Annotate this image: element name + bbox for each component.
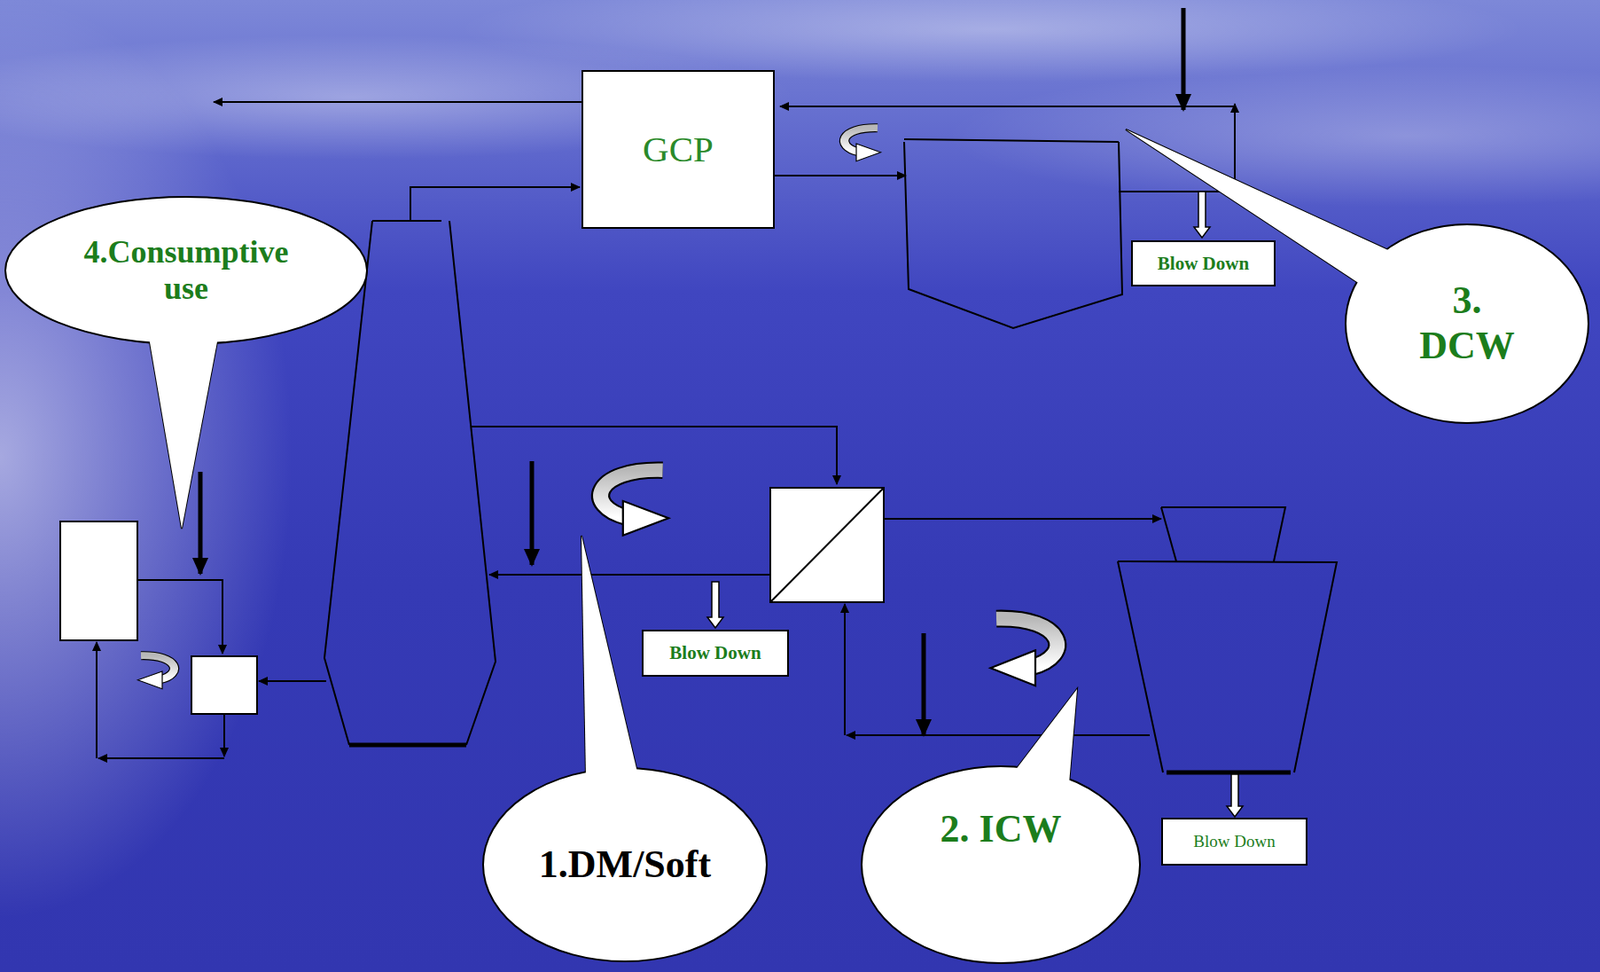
- process-box: Blow Down: [1161, 817, 1308, 866]
- bubble-tail: [148, 336, 219, 529]
- flow-line: [843, 603, 846, 735]
- blowdown-arrow: [707, 581, 724, 628]
- text-holder: 1.DM/Soft: [482, 766, 768, 962]
- bubble-ellipse: [483, 767, 767, 961]
- text-holder: Blow Down: [643, 631, 788, 675]
- makeup-arrow: [1181, 7, 1187, 110]
- box-label: Blow Down: [1193, 831, 1275, 851]
- callout-bubble: 3. DCW: [1344, 223, 1590, 424]
- makeup-arrow: [198, 471, 203, 574]
- process-box: GCP: [581, 70, 775, 229]
- box-label: Blow Down: [1157, 252, 1249, 274]
- recirculation-symbol: [137, 655, 174, 688]
- heat-exchanger: [770, 487, 884, 602]
- box-label: Blow Down: [669, 641, 761, 664]
- consumer-unit: [60, 521, 138, 640]
- heat-exchanger-diagonal: [770, 487, 884, 602]
- flow-line: [95, 641, 98, 758]
- callout-text: 4.Consumptive use: [75, 234, 297, 308]
- bubble-tail-joint: [1014, 688, 1078, 784]
- process-box: Blow Down: [1131, 240, 1276, 287]
- flow-line: [223, 714, 226, 757]
- text-holder: 3. DCW: [1344, 223, 1590, 424]
- callout-bubble: 2. ICW: [860, 764, 1141, 964]
- flow-line: [883, 517, 1162, 520]
- text-holder: GCP: [583, 71, 773, 227]
- recirculation-symbol: [844, 127, 882, 161]
- flow-line: [258, 679, 327, 682]
- bubble-tail-joint: [1125, 129, 1389, 286]
- text-holder: Blow Down: [1162, 819, 1306, 864]
- bubble-tail: [1014, 688, 1078, 784]
- flow-line: [489, 573, 771, 576]
- small-tank: [191, 655, 258, 714]
- cooling-tower-fan: [1161, 507, 1286, 562]
- process-box: Blow Down: [641, 629, 789, 677]
- bubble-ellipse: [5, 196, 367, 344]
- cooling-tower: [1117, 561, 1337, 773]
- bubble-ellipse: [861, 765, 1140, 963]
- text-holder: 2. ICW: [860, 764, 1141, 964]
- recirculation-symbol: [600, 469, 670, 536]
- text-holder: 4.Consumptive use: [4, 195, 368, 345]
- flow-line: [137, 579, 223, 654]
- blowdown-arrow: [1226, 773, 1243, 817]
- flow-line: [410, 187, 580, 221]
- bubble-tail-joint: [148, 336, 219, 529]
- bubble-tail-joint: [581, 535, 639, 778]
- box-label: GCP: [642, 128, 714, 171]
- blowdown-arrow: [1194, 191, 1210, 238]
- bubble-tail: [581, 535, 639, 778]
- makeup-arrow: [530, 460, 535, 565]
- callout-text: 1.DM/Soft: [538, 842, 711, 888]
- makeup-arrow: [921, 632, 927, 735]
- bubble-outline: [860, 764, 1141, 964]
- bubble-tail: [1125, 129, 1389, 286]
- flow-line: [846, 733, 1150, 736]
- text-holder: Blow Down: [1132, 241, 1274, 285]
- flow-line: [780, 105, 1235, 108]
- recirculation-symbol: [990, 618, 1057, 687]
- callout-text: 3. DCW: [1413, 278, 1521, 368]
- callout-bubble: 4.Consumptive use: [4, 195, 368, 345]
- flow-line: [771, 174, 906, 177]
- column-base: [349, 742, 467, 748]
- callout-bubble: 1.DM/Soft: [482, 766, 768, 962]
- tower-basin: [1166, 770, 1291, 775]
- callout-text: 2. ICW: [940, 806, 1062, 852]
- dcw-tank: [904, 139, 1123, 328]
- flow-line: [98, 757, 225, 759]
- flow-line: [213, 101, 582, 103]
